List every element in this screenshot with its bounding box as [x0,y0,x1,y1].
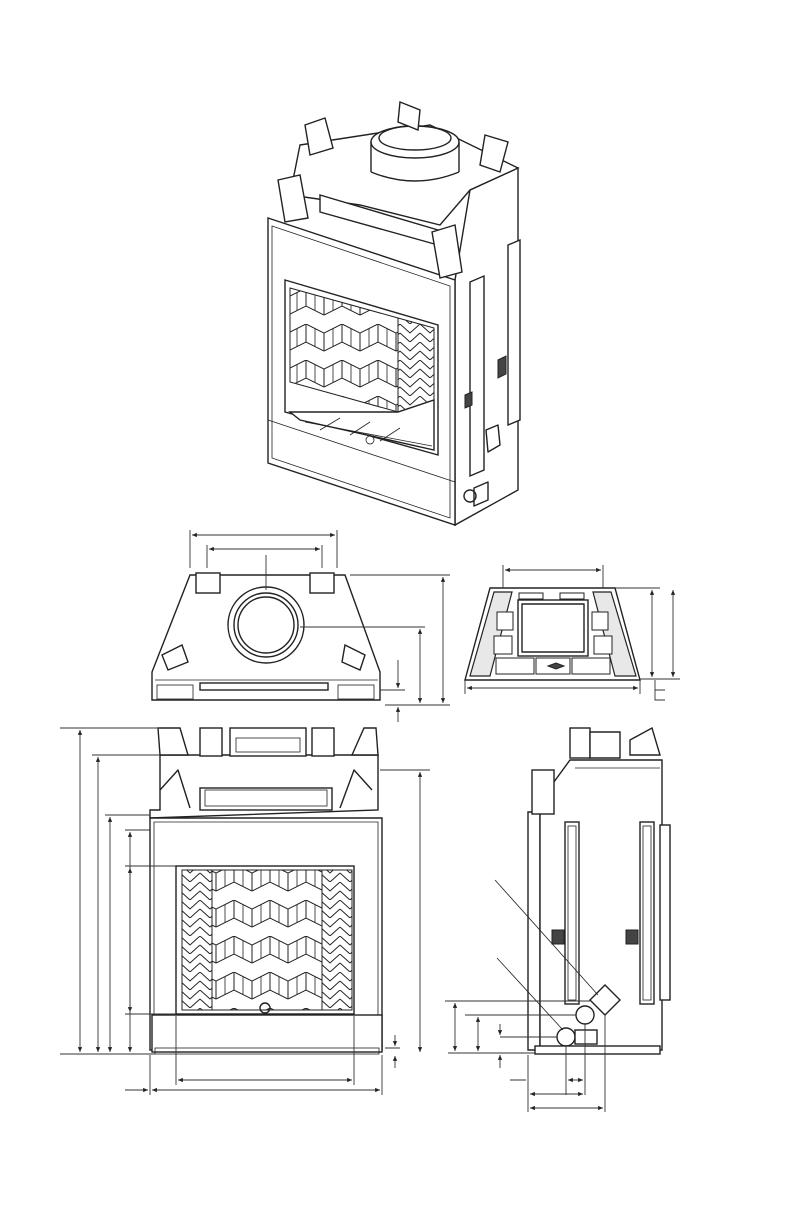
top-front-slot [200,683,328,690]
front-base-band [152,1015,382,1052]
side-conn-2 [557,1028,575,1046]
iso-side-channel-1 [470,276,484,476]
iso-standoff-5 [432,225,462,278]
front-hood-slot [200,788,332,810]
top-flue-outer [228,587,304,663]
iso-side-refractory [398,318,434,412]
side-front-edge [528,812,540,1050]
isometric-view [268,102,520,525]
refractory-plan-view [465,565,680,700]
front-view [60,728,430,1095]
iso-standoff-1 [305,118,333,155]
refr-firebox [518,600,588,656]
iso-standoff-2 [398,102,420,130]
side-conn-1 [576,1006,594,1024]
top-view [152,530,450,722]
top-bracket-2 [310,573,334,593]
iso-side-channel-2 [508,240,520,425]
top-bracket-1 [196,573,220,593]
side-channel-1 [565,822,579,1004]
side-view [445,728,670,1112]
side-channel-2 [640,822,654,1004]
side-standoff-front [532,770,554,814]
